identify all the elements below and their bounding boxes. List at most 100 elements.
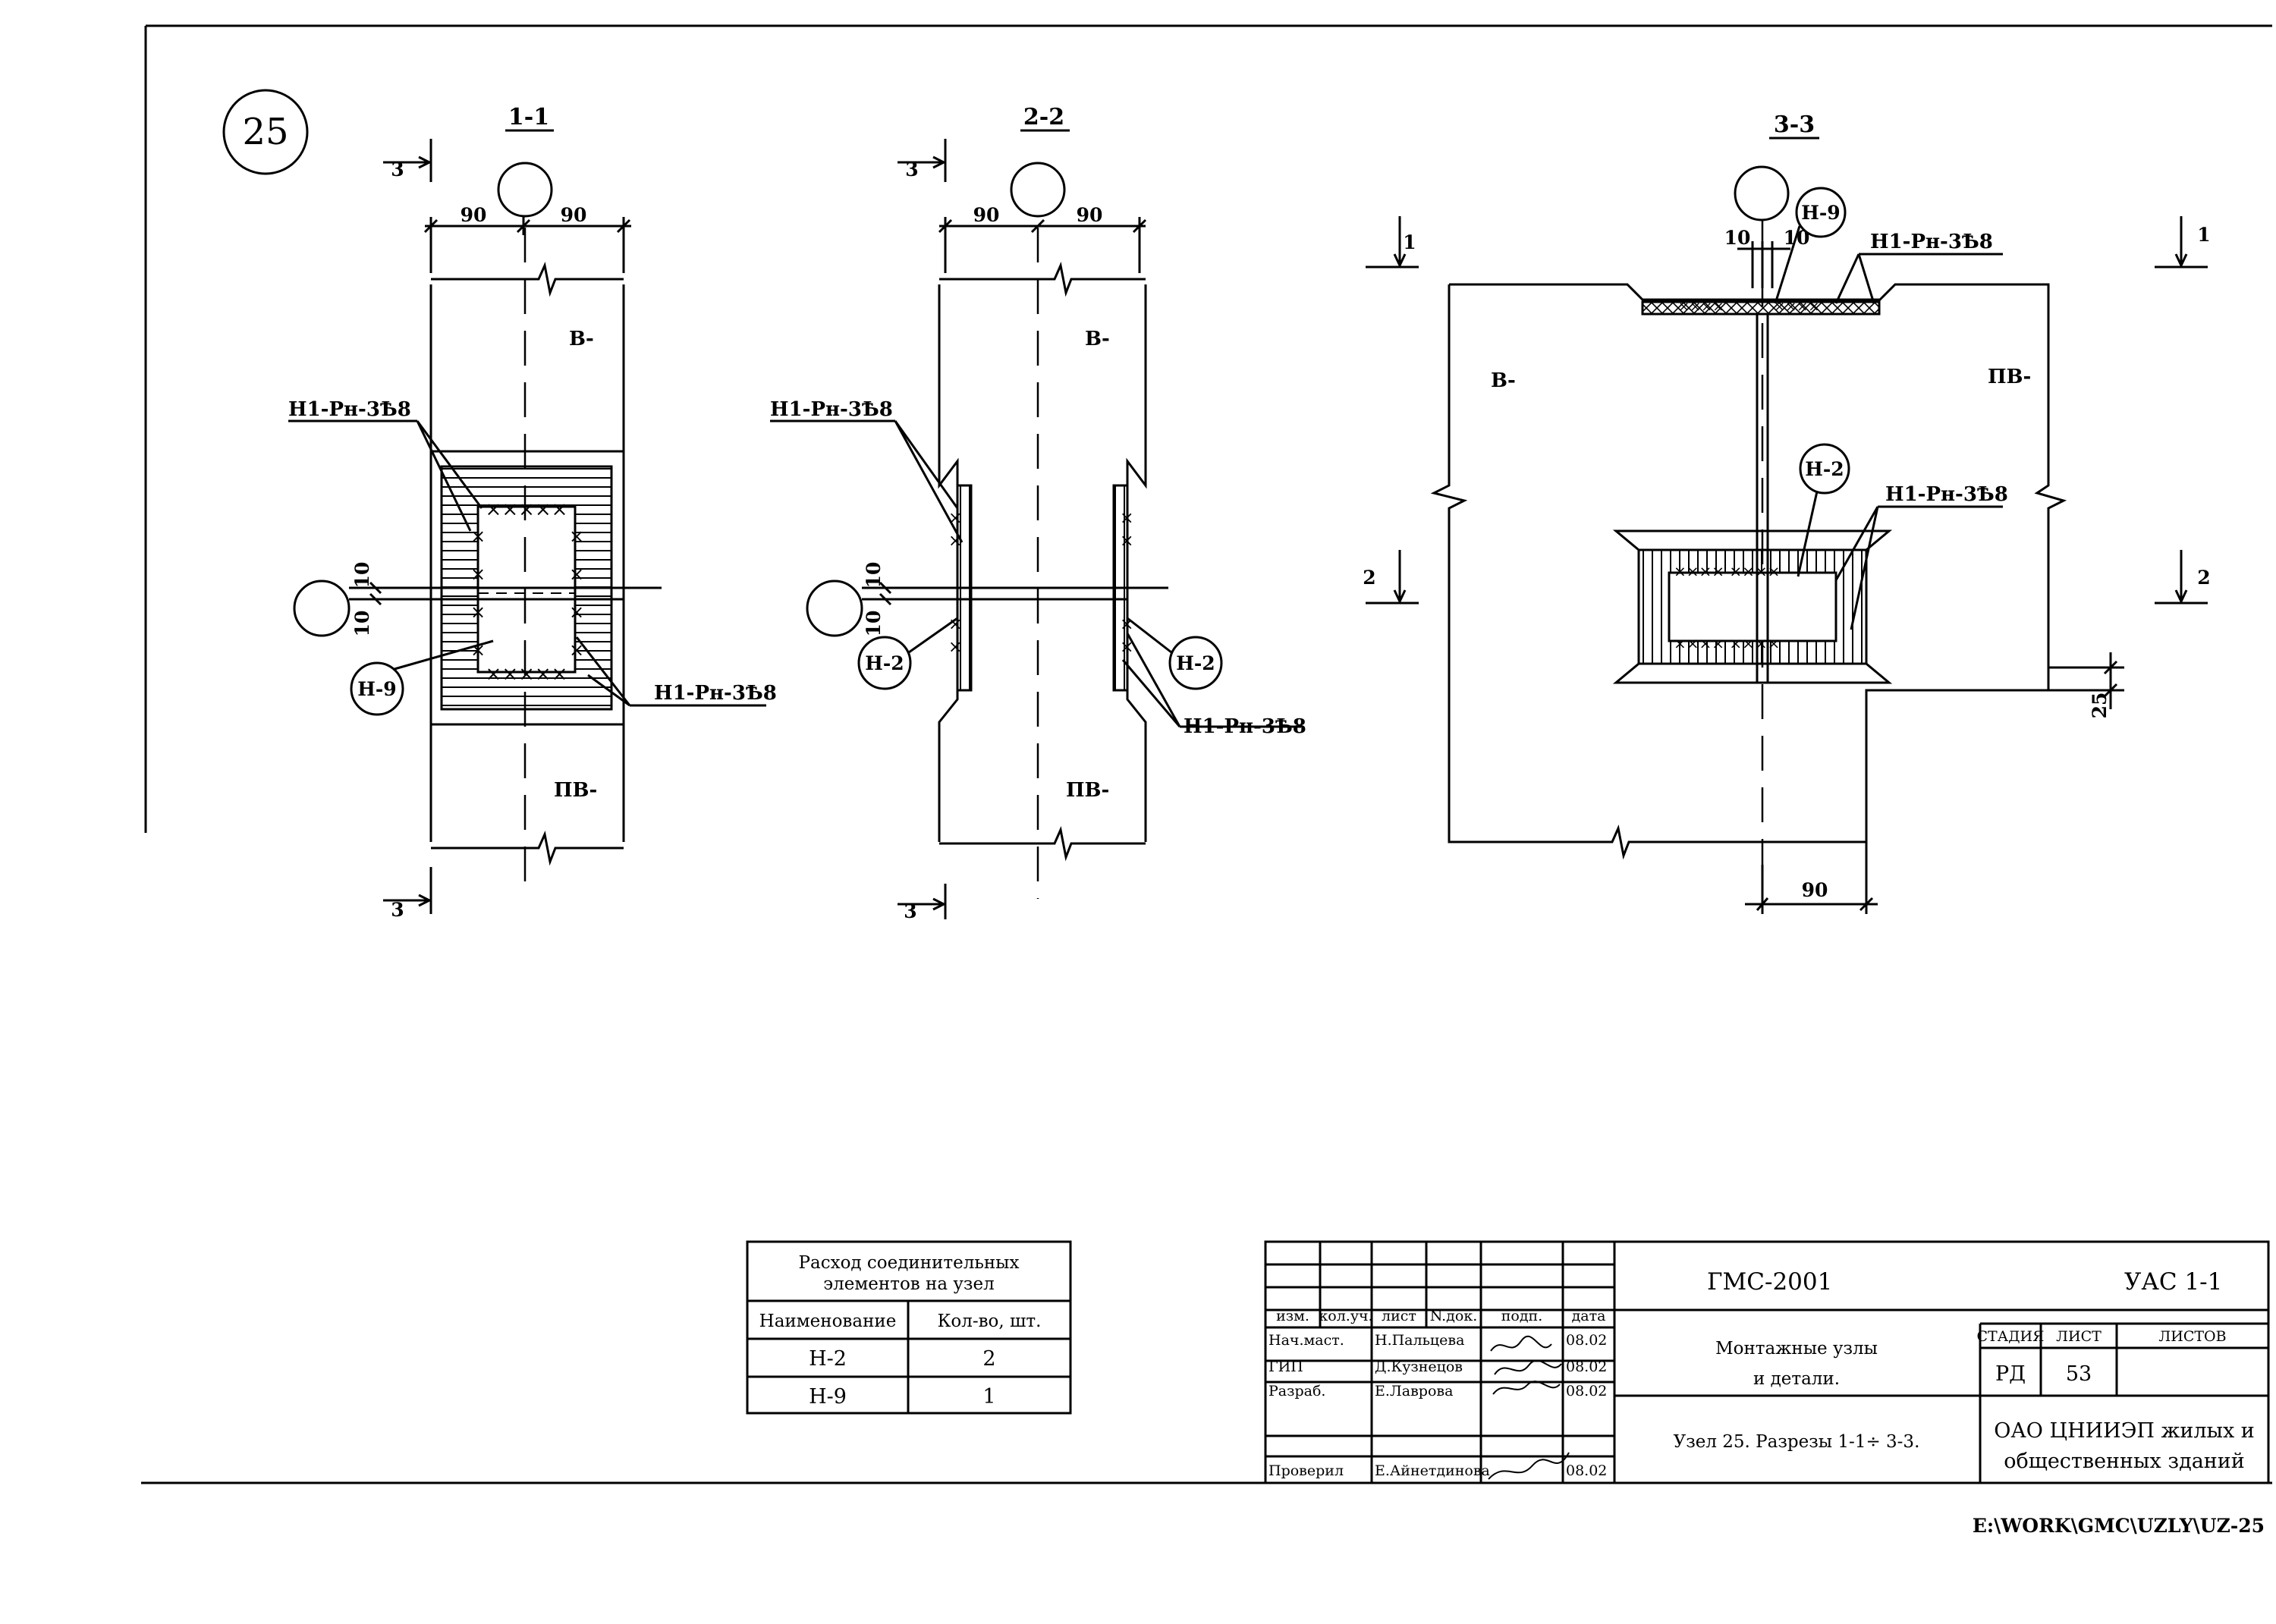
svg-text:×: × <box>948 509 962 528</box>
table-row-name: Н-2 <box>809 1347 847 1371</box>
title-block <box>1264 1240 2270 1484</box>
s33-tag-top: Н-9 <box>1801 202 1840 224</box>
section-2-2-labels: 90 90 3 3 В- ПВ- Н1-Рн-3Ѣ8 Н1-Рн-3Ѣ8 Н-2… <box>770 159 1306 922</box>
tb-role: ГИП <box>1268 1359 1303 1375</box>
file-path: E:\WORK\GMC\UZLY\UZ-25 <box>1973 1515 2265 1537</box>
svg-text:×: × <box>569 564 584 585</box>
s11-gap-top: 10 <box>351 562 373 589</box>
title-block-text: изм. кол.уч. лист N.док. подп. дата Нач.… <box>1268 1268 2255 1479</box>
s22-top-panel: В- <box>1085 328 1110 350</box>
svg-text:×: × <box>569 526 584 547</box>
section-3-3-title: 3-3 <box>1774 112 1815 138</box>
s11-dim-right: 90 <box>561 204 587 226</box>
consumption-table-text: Расход соединительных элементов на узел … <box>759 1253 1042 1409</box>
table-row-qty: 2 <box>982 1347 995 1371</box>
tb-project: ГМС-2001 <box>1707 1268 1832 1296</box>
tb-stage-label: СТАДИЯ <box>1977 1328 2045 1345</box>
s22-dim-right: 90 <box>1077 204 1103 226</box>
svg-text:×: × <box>470 602 486 623</box>
s33-weld-mid: Н1-Рн-3Ѣ8 <box>1885 483 2008 506</box>
tb-person: Е.Лаврова <box>1375 1383 1453 1399</box>
svg-text:××××: ×××× <box>1774 299 1819 315</box>
tb-hdr-kol: кол.уч. <box>1319 1308 1372 1324</box>
svg-text:×××××: ××××× <box>486 498 568 521</box>
tb-sheet: 53 <box>2066 1362 2092 1386</box>
svg-text:×: × <box>948 638 962 657</box>
s33-cut1-left: 1 <box>1403 231 1416 253</box>
svg-text:×: × <box>1120 532 1133 551</box>
tb-person: Д.Кузнецов <box>1375 1359 1463 1375</box>
section-3-3: 3-3 ×××× ×××× ×××× ×××× ×××× <box>1366 112 2208 914</box>
tb-person: Е.Айнетдинова <box>1375 1462 1490 1479</box>
s11-gap-bottom: 10 <box>351 611 373 637</box>
s22-cut-top: 3 <box>905 159 918 181</box>
tb-sheets-label: ЛИСТОВ <box>2158 1328 2226 1345</box>
svg-text:×: × <box>1120 509 1133 528</box>
node-number-badge: 25 <box>222 89 309 175</box>
node-number: 25 <box>242 111 288 153</box>
table-title-line2: элементов на узел <box>823 1274 994 1294</box>
s11-weld-bottom: Н1-Рн-3Ѣ8 <box>654 682 777 705</box>
tb-role: Проверил <box>1268 1462 1344 1479</box>
svg-text:×: × <box>569 639 584 661</box>
s11-dim-left: 90 <box>461 204 487 226</box>
tb-role: Разраб. <box>1268 1383 1325 1399</box>
svg-text:××××: ×××× <box>1678 299 1724 315</box>
tb-description: Узел 25. Разрезы 1-1÷ 3-3. <box>1674 1432 1920 1452</box>
tb-date: 08.02 <box>1566 1383 1607 1399</box>
tb-date: 08.02 <box>1566 1359 1607 1375</box>
s33-dim-bottom: 90 <box>1802 879 1828 901</box>
tb-org-line1: ОАО ЦНИИЭП жилых и <box>1994 1419 2255 1443</box>
table-row-name: Н-9 <box>809 1385 847 1409</box>
s33-left-panel: В- <box>1491 369 1516 392</box>
s11-weld-top: Н1-Рн-3Ѣ8 <box>288 398 411 421</box>
s22-cut-bottom: 3 <box>904 900 916 922</box>
s11-cut-bottom: 3 <box>391 899 404 921</box>
s22-gap-bottom: 10 <box>863 611 885 637</box>
s11-tag-h9: Н-9 <box>357 678 396 700</box>
s33-cut2-left: 2 <box>1363 567 1375 589</box>
section-1-1-title: 1-1 <box>508 104 549 130</box>
tb-date: 08.02 <box>1566 1462 1607 1479</box>
s22-dim-left: 90 <box>973 204 1000 226</box>
s33-dim-side: 25 <box>2089 693 2111 719</box>
section-1-1-labels: 90 90 3 3 В- ПВ- Н1-Рн-3Ѣ8 Н1-Рн-3Ѣ8 Н-9… <box>288 159 777 921</box>
tb-hdr-data: дата <box>1572 1308 1606 1324</box>
tb-subject-line2: и детали. <box>1753 1369 1840 1389</box>
tb-sheet-label: ЛИСТ <box>2056 1328 2102 1345</box>
s33-tag-mid: Н-2 <box>1805 458 1844 480</box>
svg-text:×: × <box>1120 615 1133 634</box>
s33-cut2-right: 2 <box>2197 567 2210 589</box>
tb-hdr-list: лист <box>1382 1308 1416 1324</box>
s33-cut1-right: 1 <box>2197 224 2210 246</box>
svg-text:×××××: ××××× <box>486 663 568 686</box>
s11-bottom-panel: ПВ- <box>554 779 597 802</box>
svg-text:×: × <box>1120 638 1133 657</box>
tb-code: УАС 1-1 <box>2124 1268 2222 1296</box>
svg-text:×: × <box>948 615 962 634</box>
section-3-3-labels: 1 1 2 2 10 10 90 25 В- ПВ- Н-9 Н-2 Н1-Рн… <box>1363 202 2210 901</box>
svg-text:×××× ××××: ×××× ×××× <box>1674 634 1780 652</box>
s22-tag-left: Н-2 <box>865 652 904 674</box>
section-2-2: 2-2 × × × × × × × <box>770 104 1301 919</box>
s33-dim-right: 10 <box>1784 227 1810 249</box>
s33-right-panel: ПВ- <box>1988 366 2031 388</box>
s22-bottom-panel: ПВ- <box>1066 779 1109 802</box>
svg-text:×: × <box>470 526 486 547</box>
tb-role: Нач.маст. <box>1268 1332 1344 1349</box>
s33-dim-left: 10 <box>1724 227 1751 249</box>
section-2-2-title: 2-2 <box>1023 104 1064 130</box>
s22-weld-bottom: Н1-Рн-3Ѣ8 <box>1184 715 1306 738</box>
svg-text:×××× ××××: ×××× ×××× <box>1674 562 1780 580</box>
s11-cut-top: 3 <box>391 159 404 181</box>
tb-date: 08.02 <box>1566 1332 1607 1349</box>
s22-gap-top: 10 <box>863 562 885 589</box>
s22-tag-right: Н-2 <box>1176 652 1215 674</box>
tb-org-line2: общественных зданий <box>2004 1450 2245 1473</box>
tb-person: Н.Пальцева <box>1375 1332 1464 1349</box>
tb-hdr-izm: изм. <box>1276 1308 1309 1324</box>
svg-text:×: × <box>569 602 584 623</box>
tb-hdr-ndok: N.док. <box>1430 1308 1478 1324</box>
tb-hdr-podp: подп. <box>1501 1308 1543 1324</box>
